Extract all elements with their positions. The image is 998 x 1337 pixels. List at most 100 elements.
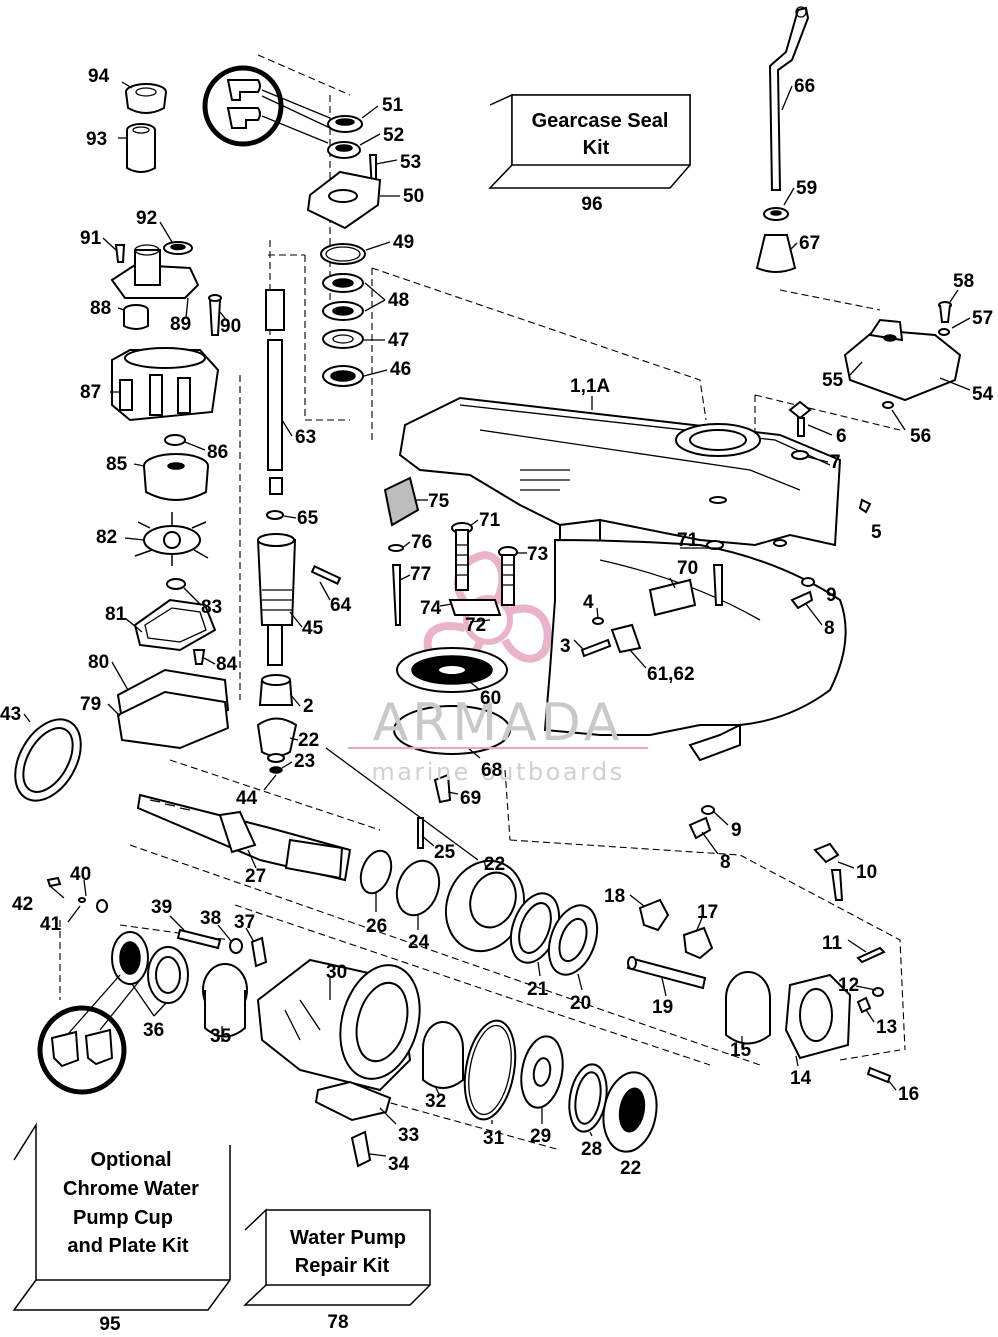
chrome-cup-kit-box: Optional Chrome Water Pump Cup and Plate… bbox=[12, 1122, 231, 1335]
part-label: 82 bbox=[96, 527, 117, 548]
part-label: 59 bbox=[796, 178, 817, 199]
part-label: 27 bbox=[245, 866, 266, 887]
part-label: 55 bbox=[822, 370, 844, 391]
part-label: 71 bbox=[479, 510, 501, 531]
gearcase-seal-kit-line1: Gearcase Seal bbox=[532, 110, 669, 132]
part-label: 61,62 bbox=[647, 664, 695, 685]
chrome-cup-kit-number: 95 bbox=[99, 1314, 121, 1332]
part-label: 8 bbox=[720, 852, 731, 873]
part-label: 70 bbox=[677, 558, 698, 579]
part-label: 90 bbox=[220, 316, 241, 337]
part-label: 33 bbox=[398, 1125, 419, 1146]
propshaft-gear-parts bbox=[136, 793, 599, 976]
part-label: 71 bbox=[677, 530, 699, 551]
part-label: 36 bbox=[143, 1020, 164, 1041]
gearcase-seal-kit-box: Gearcase Seal Kit 96 bbox=[488, 93, 691, 215]
gearcase-housing bbox=[398, 396, 847, 762]
part-label: 21 bbox=[527, 979, 549, 1000]
part-label: 32 bbox=[425, 1091, 446, 1112]
part-label: 13 bbox=[876, 1017, 897, 1038]
chrome-cup-kit-line3: Pump Cup bbox=[73, 1207, 173, 1229]
water-pump-parts bbox=[110, 241, 230, 750]
part-label: 37 bbox=[234, 912, 255, 933]
part-label: 9 bbox=[731, 820, 742, 841]
chrome-cup-kit-line2: Chrome Water bbox=[63, 1178, 199, 1200]
part-label: 9 bbox=[826, 585, 837, 606]
part-label: 5 bbox=[871, 522, 882, 543]
part-label: 94 bbox=[88, 66, 110, 87]
shift-rod-parts bbox=[755, 6, 810, 273]
water-pump-kit-box: Water Pump Repair Kit 78 bbox=[243, 1208, 431, 1333]
shift-linkage-parts bbox=[383, 476, 518, 626]
part-label: 81 bbox=[105, 604, 127, 625]
part-label: 66 bbox=[794, 76, 815, 97]
part-label: 6 bbox=[836, 426, 847, 447]
bearing-detail-circle bbox=[37, 974, 141, 1095]
bearing-carrier-parts bbox=[256, 958, 658, 1168]
part-label: 79 bbox=[80, 694, 101, 715]
part-label: 22 bbox=[484, 854, 505, 875]
part-label: 63 bbox=[295, 427, 316, 448]
watermark-brand: ARMADA bbox=[373, 693, 624, 753]
part-label: 53 bbox=[400, 152, 421, 173]
part-label: 25 bbox=[434, 842, 456, 863]
part-label: 67 bbox=[799, 233, 820, 254]
water-pump-kit-line1: Water Pump bbox=[290, 1227, 406, 1249]
part-label: 68 bbox=[481, 760, 502, 781]
water-pump-kit-line2: Repair Kit bbox=[295, 1255, 390, 1277]
part-label: 56 bbox=[910, 426, 931, 447]
seal-detail-circle bbox=[202, 65, 331, 147]
part-label: 93 bbox=[86, 129, 107, 150]
part-label: 38 bbox=[200, 908, 221, 929]
part-label: 41 bbox=[40, 914, 62, 935]
part-label: 10 bbox=[856, 862, 877, 883]
part-label: 46 bbox=[390, 359, 411, 380]
chrome-cup-kit-line1: Optional bbox=[90, 1149, 171, 1171]
part-label: 16 bbox=[898, 1084, 919, 1105]
part-label: 43 bbox=[0, 704, 21, 725]
part-label: 42 bbox=[12, 894, 33, 915]
part-label: 7 bbox=[830, 452, 841, 473]
part-label: 22 bbox=[298, 730, 319, 751]
part-label: 72 bbox=[465, 615, 486, 636]
part-label: 50 bbox=[403, 186, 424, 207]
part-label: 65 bbox=[297, 508, 319, 529]
seal-parts-left bbox=[125, 83, 167, 173]
part-label: 28 bbox=[581, 1139, 602, 1160]
part-label: 44 bbox=[236, 788, 258, 809]
part-label: 77 bbox=[410, 564, 431, 585]
part-label: 89 bbox=[170, 314, 191, 335]
part-label: 1,1A bbox=[570, 376, 610, 397]
part-label: 54 bbox=[972, 384, 994, 405]
upper-seal-stack bbox=[306, 115, 382, 387]
bearing-parts-left bbox=[46, 876, 268, 1038]
part-label: 75 bbox=[428, 491, 450, 512]
part-label: 39 bbox=[151, 897, 172, 918]
water-pump-kit-number: 78 bbox=[327, 1312, 348, 1332]
part-label: 52 bbox=[383, 125, 404, 146]
part-label: 20 bbox=[570, 993, 591, 1014]
part-label: 14 bbox=[790, 1068, 812, 1089]
part-label: 76 bbox=[411, 532, 432, 553]
part-label: 83 bbox=[201, 597, 222, 618]
part-label: 34 bbox=[388, 1154, 410, 1175]
part-label: 57 bbox=[972, 308, 993, 329]
part-label: 80 bbox=[88, 652, 109, 673]
part-label: 69 bbox=[460, 788, 481, 809]
part-label: 15 bbox=[730, 1040, 752, 1061]
gearcase-seal-kit-number: 96 bbox=[581, 194, 602, 215]
watermark-tagline: marine outboards bbox=[371, 758, 624, 786]
part-label: 23 bbox=[294, 751, 315, 772]
gearcase-seal-kit-line2: Kit bbox=[583, 137, 610, 159]
part-label: 4 bbox=[583, 592, 594, 613]
part-label: 12 bbox=[838, 975, 859, 996]
part-label: 8 bbox=[824, 618, 835, 639]
part-label: 2 bbox=[303, 696, 314, 717]
part-label: 58 bbox=[953, 271, 974, 292]
part-label: 47 bbox=[388, 330, 409, 351]
part-label: 18 bbox=[604, 886, 625, 907]
part-label: 92 bbox=[136, 208, 157, 229]
seal-ring-43 bbox=[14, 718, 82, 802]
